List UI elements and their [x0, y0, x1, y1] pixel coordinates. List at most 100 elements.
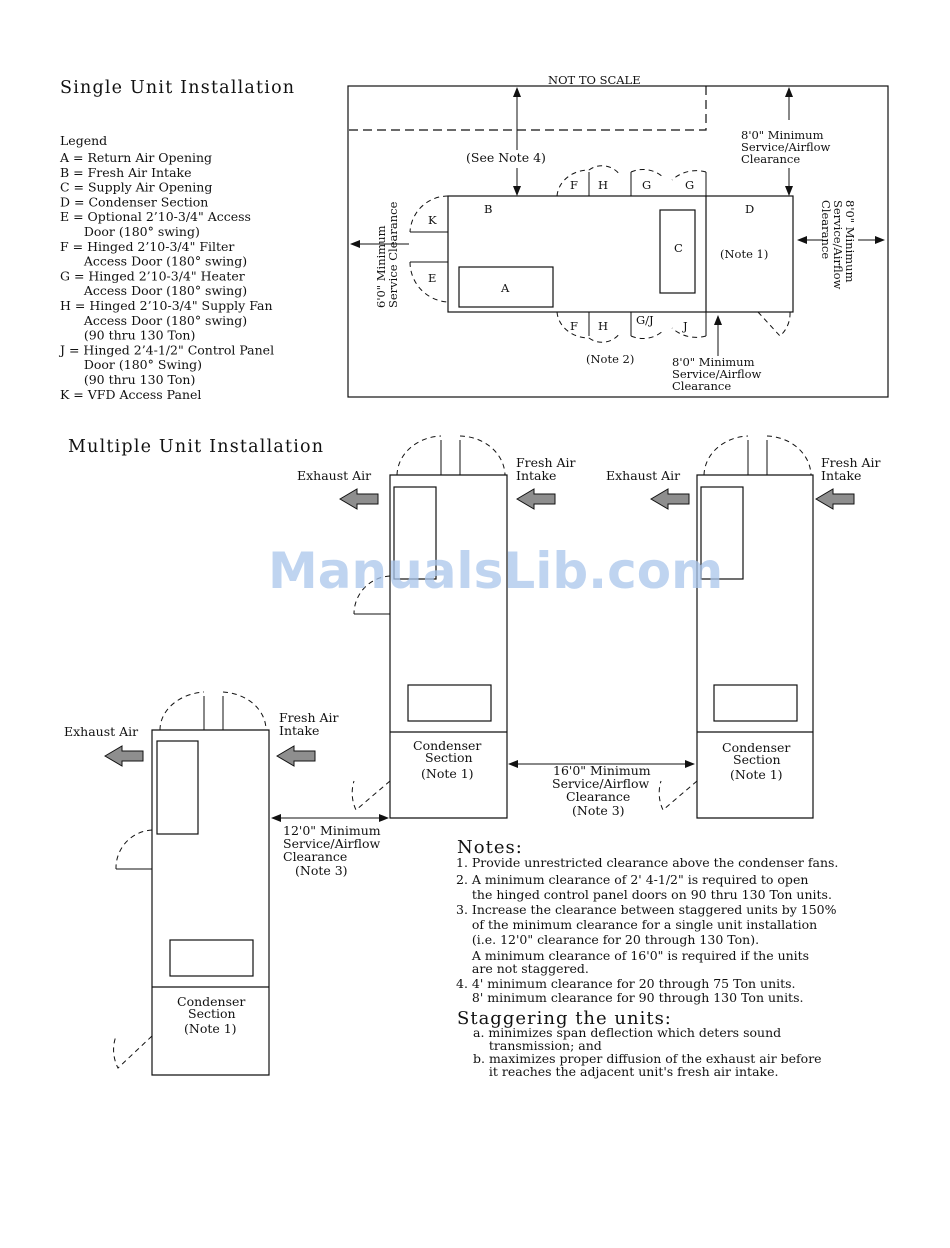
door-j-bottom-swing — [671, 327, 707, 338]
label-gj-bottom: G/J — [636, 313, 654, 327]
clearance-12-line3: Clearance — [283, 849, 347, 864]
legend-item: G = Hinged 2’10-3/4" Heater — [60, 268, 245, 283]
return-air-opening-a — [458, 266, 554, 308]
fresh-air-label-1-line1: Fresh Air — [279, 710, 339, 725]
legend-item: K = VFD Access Panel — [60, 387, 201, 402]
unit2-condenser-line1: Condenser — [413, 738, 481, 753]
legend-item: C = Supply Air Opening — [60, 180, 212, 195]
clearance-12-line4: (Note 3) — [295, 863, 348, 878]
label-e: E — [428, 271, 436, 285]
note-line: A minimum clearance of 16'0" is required… — [456, 948, 809, 963]
note-line: 2. A minimum clearance of 2' 4-1/2" is r… — [456, 872, 808, 887]
clearance-12-line2: Service/Airflow — [283, 836, 380, 851]
unit1-condenser-line2: Section — [188, 1006, 236, 1021]
clearance-16-line1: 16'0" Minimum — [553, 763, 651, 778]
stagger-list: a. minimizes span deflection which deter… — [473, 1025, 822, 1079]
right-clearance-line1: 8'0" Minimum — [843, 200, 857, 283]
note-line: 4. 4' minimum clearance for 20 through 7… — [456, 976, 796, 991]
note-line: are not staggered. — [456, 961, 589, 976]
legend-item: J = Hinged 2’4-1/2" Control Panel — [58, 342, 274, 357]
door-h-bottom-swing — [588, 332, 621, 343]
label-g2-top: G — [685, 178, 694, 192]
stagger-line: a. minimizes span deflection which deter… — [473, 1025, 781, 1040]
legend-item: F = Hinged 2’10-3/4" Filter — [60, 239, 234, 254]
stagger-line: b. maximizes proper diffusion of the exh… — [473, 1051, 822, 1066]
left-clearance-label: 6'0" Minimum Service Clearance — [374, 201, 400, 308]
label-c: C — [674, 241, 683, 255]
right-clearance-label: 8'0" Minimum Service/Airflow Clearance — [819, 200, 857, 290]
label-a: A — [500, 281, 510, 295]
legend-item: E = Optional 2’10-3/4" Access — [60, 209, 251, 224]
fresh-air-label-2-line1: Fresh Air — [516, 455, 576, 470]
label-j-bottom: J — [682, 319, 688, 333]
door-e-swing — [409, 261, 449, 303]
fresh-air-arrow-3 — [815, 488, 855, 510]
fresh-air-arrow-2 — [516, 488, 556, 510]
legend-item: (90 thru 130 Ton) — [60, 328, 195, 343]
left-clearance-line1: 6'0" Minimum — [374, 225, 388, 308]
note-line: 3. Increase the clearance between stagge… — [456, 902, 837, 917]
label-d: D — [745, 202, 754, 216]
exhaust-air-label-3: Exhaust Air — [606, 468, 680, 483]
legend-item: (90 thru 130 Ton) — [60, 372, 195, 387]
legend-item: Door (180° swing) — [60, 224, 200, 239]
legend-item: Access Door (180° swing) — [60, 283, 247, 298]
label-h-top: H — [598, 178, 608, 192]
door-gj-bottom-swing — [630, 329, 665, 340]
clearance-16-line2: Service/Airflow — [552, 776, 649, 791]
legend-item: Access Door (180° swing) — [60, 254, 247, 269]
stagger-line: transmission; and — [473, 1038, 602, 1053]
supply-air-opening-c — [659, 209, 696, 294]
note2-label: (Note 2) — [586, 352, 634, 366]
note-line: of the minimum clearance for a single un… — [456, 917, 817, 932]
note-line: the hinged control panel doors on 90 thr… — [456, 887, 832, 902]
multi-unit-3: Condenser Section (Note 1) — [658, 435, 814, 819]
clearance-12-label: 12'0" Minimum Service/Airflow Clearance … — [283, 823, 381, 878]
unit1-condenser-line3: (Note 1) — [184, 1021, 237, 1036]
label-k: K — [428, 213, 437, 227]
exhaust-air-label-2: Exhaust Air — [297, 468, 371, 483]
label-g-top: G — [642, 178, 651, 192]
single-unit-body — [447, 195, 794, 313]
door-f-top-swing — [556, 169, 590, 197]
stagger-line: it reaches the adjacent unit's fresh air… — [473, 1064, 778, 1079]
legend-title: Legend — [60, 133, 107, 148]
legend-item: A = Return Air Opening — [59, 150, 212, 165]
door-f-bottom-swing — [556, 311, 590, 339]
unit1-condenser-line1: Condenser — [177, 994, 245, 1009]
right-clearance-line2: Service/Airflow — [831, 200, 845, 290]
not-to-scale-label: NOT TO SCALE — [548, 73, 641, 87]
multi-unit-2: Condenser Section (Note 1) — [351, 435, 508, 819]
dashed-clearance-outline — [349, 86, 707, 131]
fresh-air-label-2-line2: Intake — [516, 468, 556, 483]
note-line: (i.e. 12'0" clearance for 20 through 130… — [456, 932, 759, 947]
clearance-12-line1: 12'0" Minimum — [283, 823, 381, 838]
exhaust-air-arrow-1 — [104, 745, 144, 767]
single-diagram-frame — [347, 85, 889, 398]
bottom-clearance-line3: Clearance — [672, 379, 731, 393]
exhaust-air-arrow-3 — [650, 488, 690, 510]
right-clearance-line3: Clearance — [819, 200, 833, 259]
note-line: 8' minimum clearance for 90 through 130 … — [456, 990, 803, 1005]
stagger-title: Staggering the units: — [457, 1008, 672, 1029]
fresh-air-arrow-1 — [276, 745, 316, 767]
bottom-clearance-line2: Service/Airflow — [672, 367, 762, 381]
label-f-bottom: F — [570, 319, 578, 333]
exhaust-air-arrow-2 — [339, 488, 379, 510]
unit3-condenser-line2: Section — [733, 752, 781, 767]
fresh-air-label-3-line1: Fresh Air — [821, 455, 881, 470]
unit2-condenser-line2: Section — [425, 750, 473, 765]
notes-list: 1. Provide unrestricted clearance above … — [456, 855, 838, 1005]
multiple-unit-title: Multiple Unit Installation — [68, 437, 324, 457]
notes-title: Notes: — [457, 837, 523, 858]
bottom-clearance-line1: 8'0" Minimum — [672, 355, 755, 369]
clearance-16-label: 16'0" Minimum Service/Airflow Clearance … — [552, 763, 651, 818]
fresh-air-label-3-line2: Intake — [821, 468, 861, 483]
multi-unit-1: Condenser Section (Note 1) — [113, 691, 270, 1076]
note1-label: (Note 1) — [720, 247, 768, 261]
label-f-top: F — [570, 178, 578, 192]
legend-item: B = Fresh Air Intake — [60, 165, 192, 180]
door-g2-top-swing — [671, 170, 707, 181]
